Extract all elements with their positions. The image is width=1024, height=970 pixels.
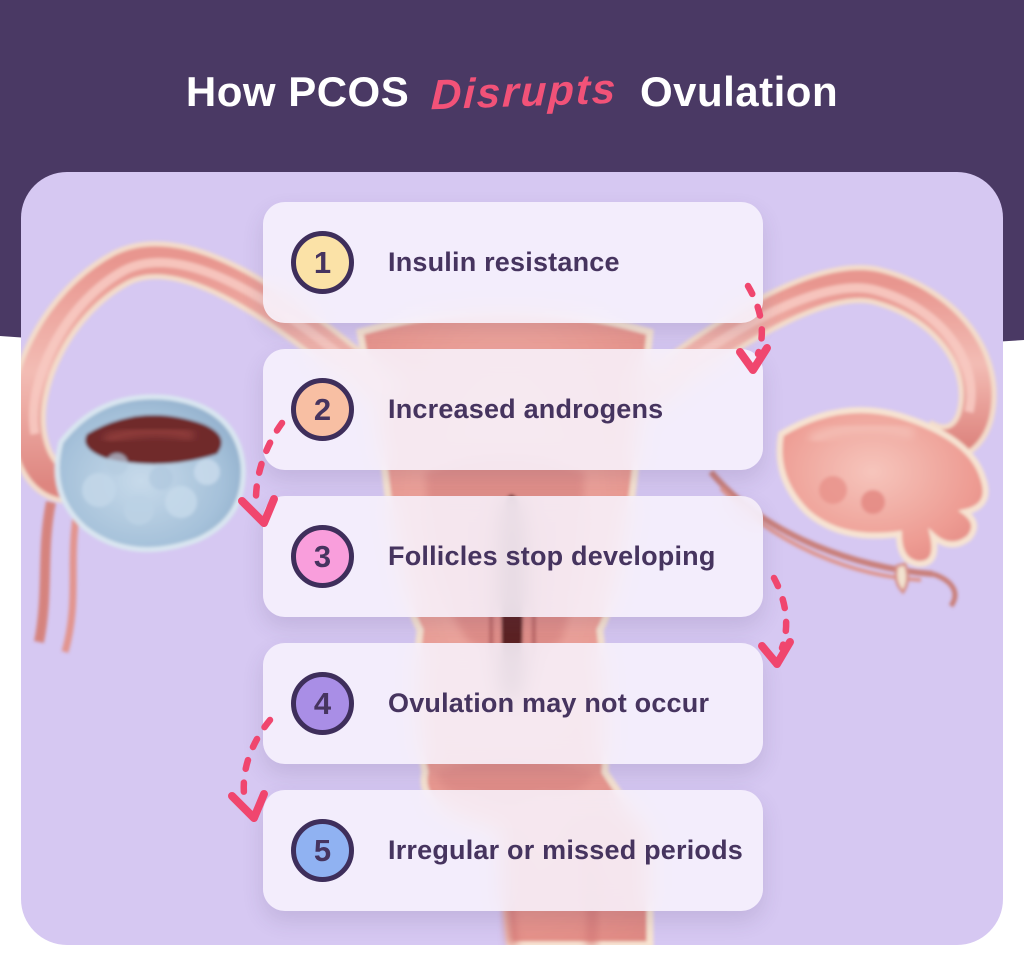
step-card-5: 5 Irregular or missed periods xyxy=(263,790,763,911)
title-highlight: Disrupts xyxy=(430,64,619,119)
step-card-1: 1 Insulin resistance xyxy=(263,202,763,323)
step-label: Irregular or missed periods xyxy=(388,835,744,865)
left-ligament-strands xyxy=(34,501,80,653)
step-number: 3 xyxy=(313,538,332,574)
page-title: How PCOS Disrupts Ovulation xyxy=(0,64,1024,120)
step-label: Increased androgens xyxy=(388,394,664,424)
title-prefix: How PCOS xyxy=(185,68,410,115)
step-number-badge: 1 xyxy=(291,231,354,294)
left-polycystic-ovary xyxy=(54,394,246,553)
step-number-badge: 3 xyxy=(291,525,354,588)
step-number-badge: 5 xyxy=(291,819,354,882)
content-panel: 1 Insulin resistance 2 Increased androge… xyxy=(21,172,1003,945)
step-number: 4 xyxy=(313,685,332,721)
step-card-4: 4 Ovulation may not occur xyxy=(263,643,763,764)
right-fallopian-tube xyxy=(628,265,997,463)
step-card-2: 2 Increased androgens xyxy=(263,349,763,470)
step-label: Ovulation may not occur xyxy=(388,688,710,718)
step-number-badge: 4 xyxy=(291,672,354,735)
step-card-3: 3 Follicles stop developing xyxy=(263,496,763,617)
title-suffix: Ovulation xyxy=(639,68,839,115)
step-label: Insulin resistance xyxy=(388,247,620,277)
step-number-badge: 2 xyxy=(291,378,354,441)
step-number: 2 xyxy=(313,391,332,427)
step-number: 5 xyxy=(313,832,332,868)
step-label: Follicles stop developing xyxy=(388,541,716,571)
step-number: 1 xyxy=(313,244,332,280)
